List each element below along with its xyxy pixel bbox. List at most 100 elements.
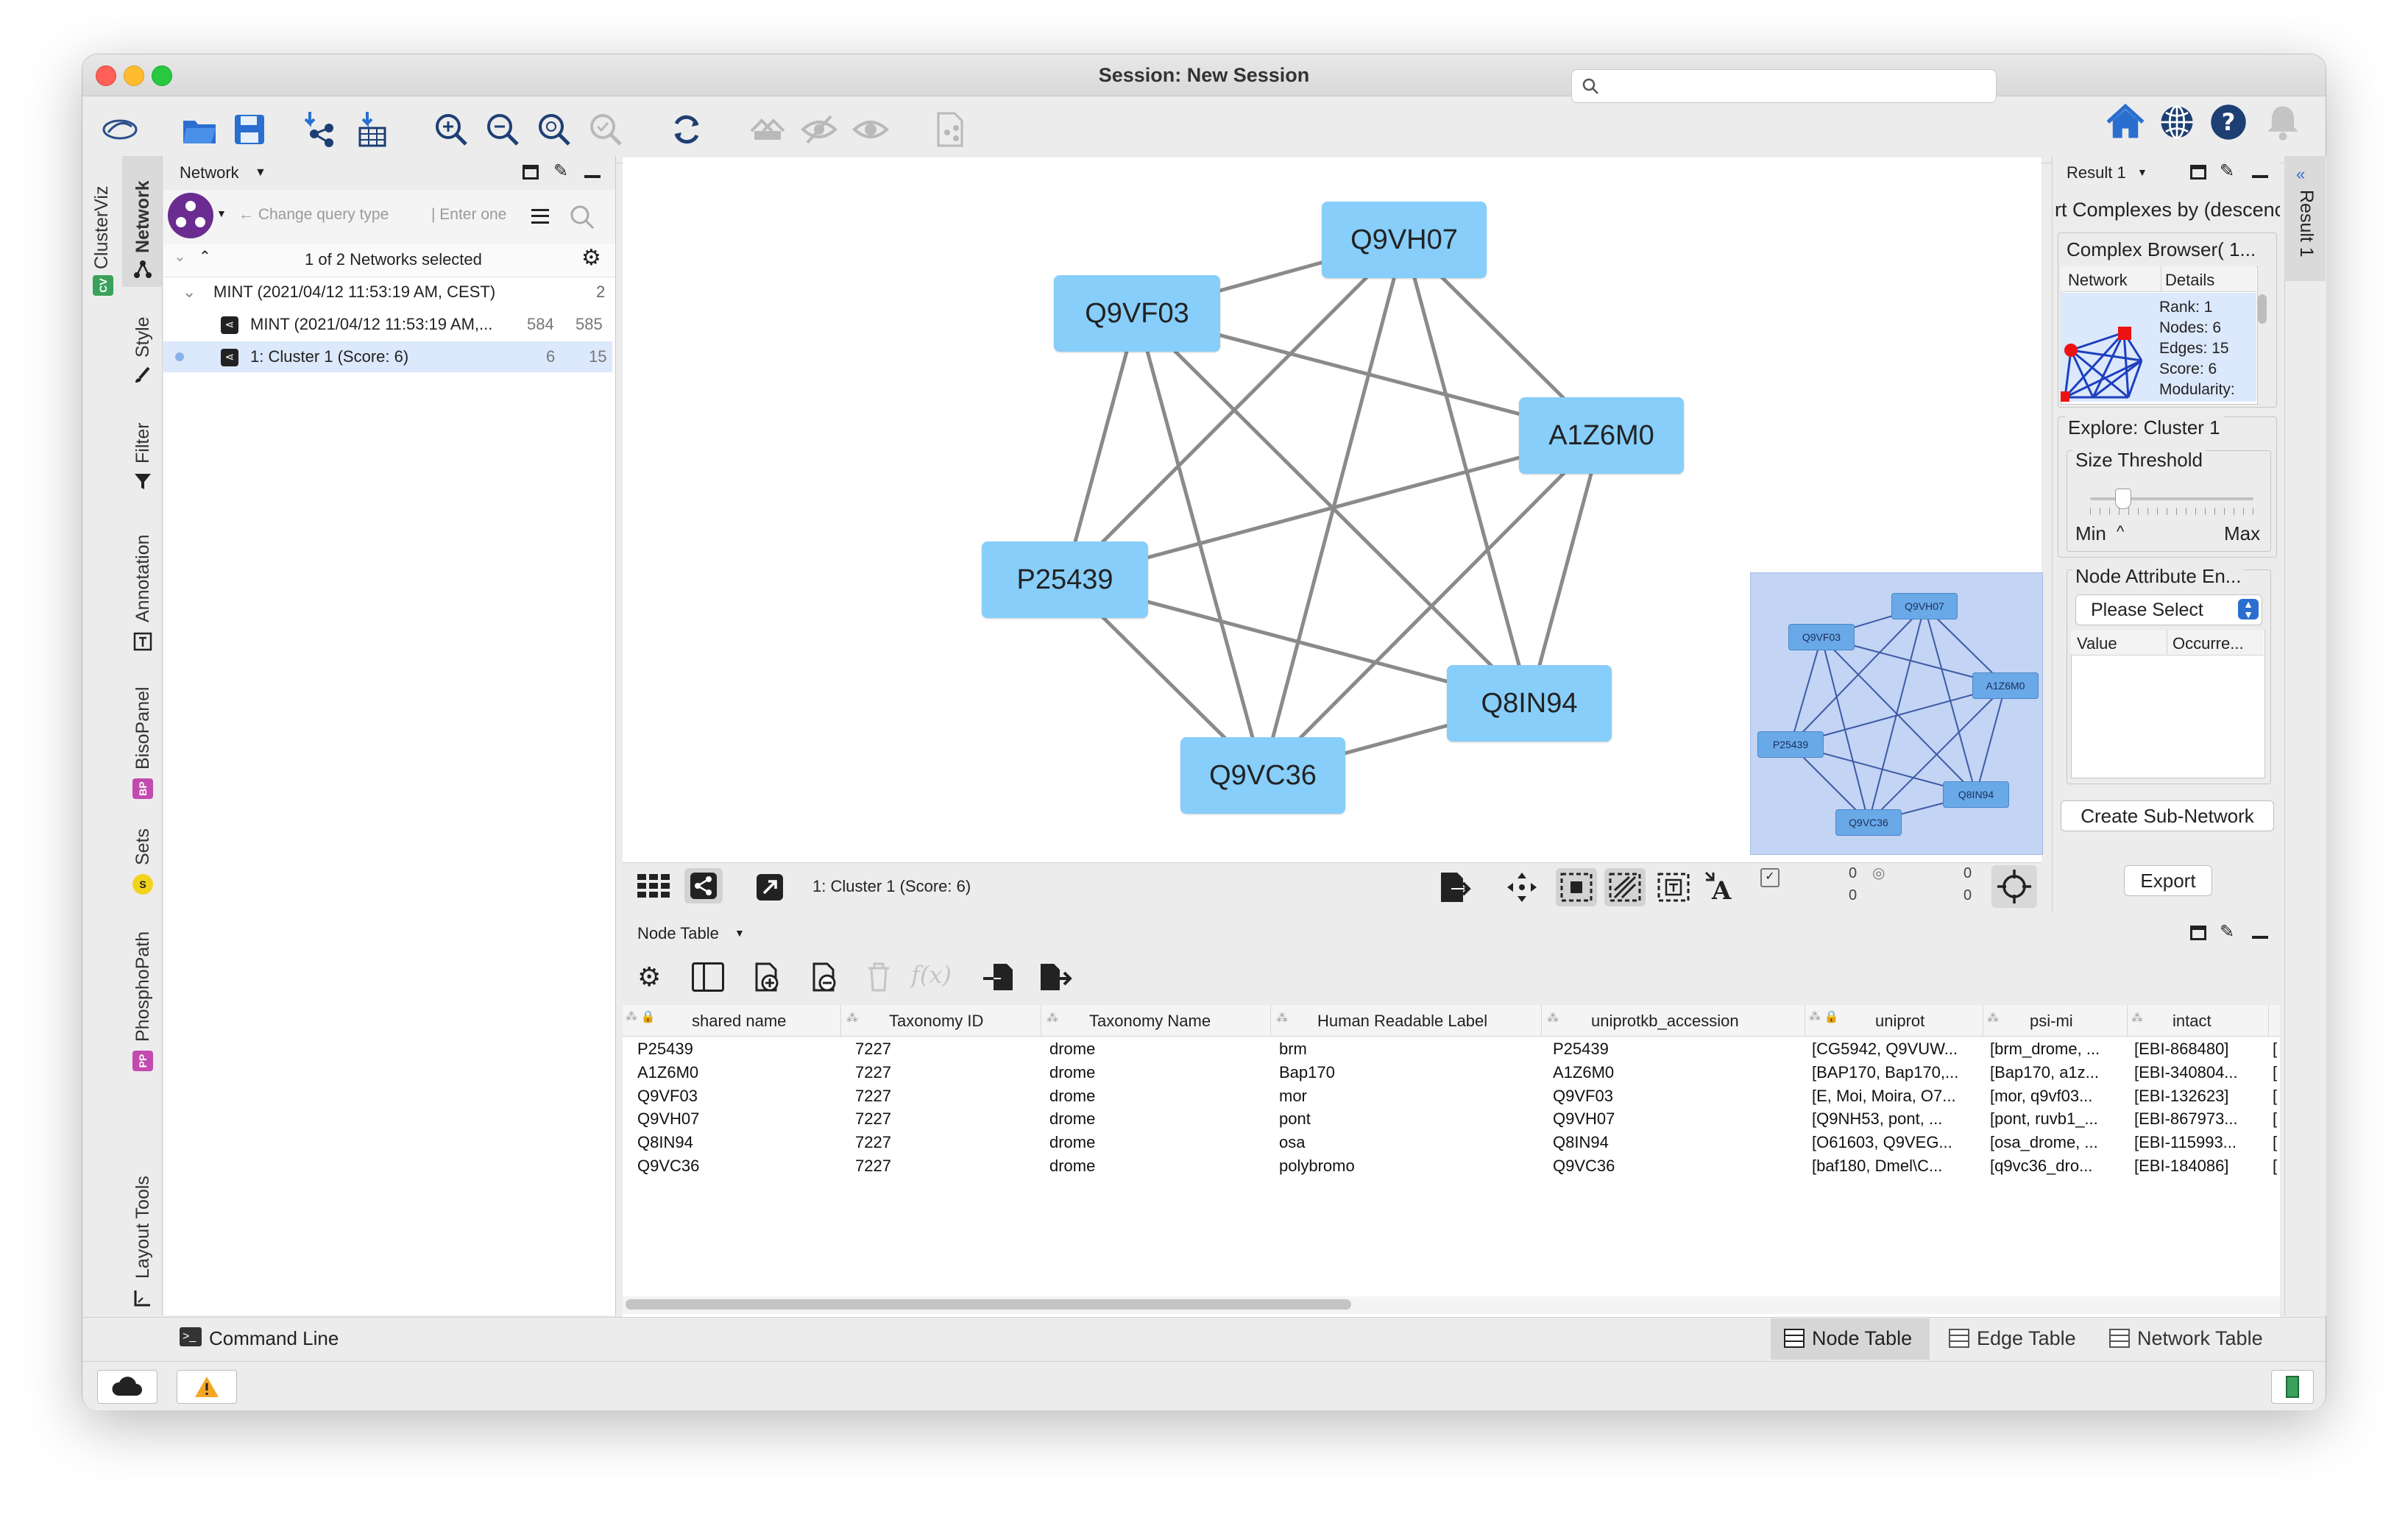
query-search-icon[interactable] xyxy=(565,200,603,234)
globe-icon[interactable] xyxy=(2156,102,2202,147)
table-cell[interactable]: 7227 xyxy=(855,1157,891,1175)
tab-layout-tools[interactable]: Layout Tools xyxy=(132,1176,153,1279)
table-cell[interactable]: Q9VF03 xyxy=(637,1086,698,1105)
tab-edge-table[interactable]: Edge Table xyxy=(1977,1327,2076,1349)
table-cell[interactable]: [EBI-115993... xyxy=(2134,1133,2237,1152)
zoom-fit-icon[interactable] xyxy=(531,107,577,152)
float-panel-icon[interactable] xyxy=(2190,926,2206,940)
settings-gear-icon[interactable]: ⚙ xyxy=(581,246,601,270)
refresh-icon[interactable] xyxy=(664,107,709,152)
graph-node-Q9VC36[interactable]: Q9VC36 xyxy=(1180,737,1345,814)
eye-hide-icon[interactable] xyxy=(796,107,842,152)
create-column-icon[interactable] xyxy=(752,961,782,993)
graph-node-A1Z6M0[interactable]: A1Z6M0 xyxy=(1519,397,1684,474)
table-cell[interactable]: [brm_drome, ... xyxy=(1990,1040,2100,1058)
table-cell[interactable]: mor xyxy=(1279,1086,1307,1105)
col-taxonomy-name[interactable]: Taxonomy Name xyxy=(1089,1012,1211,1030)
table-cell[interactable]: [BAP170, Bap170,... xyxy=(1812,1062,1959,1082)
col-value[interactable]: Value xyxy=(2077,634,2117,653)
table-cell[interactable]: [Bap170, a1z... xyxy=(1990,1062,2099,1082)
tab-annotation[interactable]: Annotation xyxy=(132,534,153,622)
tab-clusterviz[interactable]: ClusterViz xyxy=(91,185,112,269)
notification-bell-icon[interactable] xyxy=(2262,102,2308,147)
tree-root-row[interactable]: ⌄ MINT (2021/04/12 11:53:19 AM, CEST) 2 xyxy=(163,277,612,308)
table-cell[interactable]: P25439 xyxy=(637,1040,693,1058)
detach-view-icon[interactable] xyxy=(754,871,786,903)
table-cell[interactable]: brm xyxy=(1279,1040,1307,1058)
delete-column-icon[interactable] xyxy=(810,961,839,993)
export-button[interactable]: Export xyxy=(2124,865,2212,896)
table-cell[interactable]: osa xyxy=(1279,1133,1306,1152)
import-network-icon[interactable] xyxy=(296,107,341,152)
tab-network-table[interactable]: Network Table xyxy=(2137,1327,2263,1349)
expand-all-icon[interactable]: ⌃ xyxy=(199,249,211,265)
table-settings-gear-icon[interactable]: ⚙ xyxy=(637,962,662,992)
tab-style[interactable]: Style xyxy=(132,316,153,358)
table-cell[interactable]: [EBI-340804... xyxy=(2134,1062,2238,1082)
node-table-title[interactable]: Node Table xyxy=(637,924,719,942)
table-cell[interactable]: [E, Moi, Moira, O7... xyxy=(1812,1086,1956,1105)
tab-phosphopath[interactable]: PhosphoPath xyxy=(132,931,153,1042)
table-cell[interactable]: [CG5942, Q9VUW... xyxy=(1812,1040,1958,1058)
network-panel-title[interactable]: Network xyxy=(180,163,239,182)
graph-node-P25439[interactable]: P25439 xyxy=(982,541,1148,618)
network-minimap[interactable] xyxy=(1750,572,2043,855)
import-table-icon[interactable] xyxy=(347,107,393,152)
minimize-panel-icon[interactable] xyxy=(2252,936,2268,939)
tab-node-table[interactable]: Node Table xyxy=(1812,1327,1913,1349)
memory-status-button[interactable] xyxy=(2271,1370,2314,1404)
graph-node-Q9VF03[interactable]: Q9VF03 xyxy=(1054,275,1220,352)
collapse-right-icon[interactable]: « xyxy=(2296,165,2306,183)
table-cell[interactable]: drome xyxy=(1049,1157,1096,1175)
trash-icon[interactable] xyxy=(865,961,892,993)
help-icon[interactable]: ? xyxy=(2208,102,2253,147)
query-source-chevron-icon[interactable]: ▼ xyxy=(216,207,227,219)
show-selection-checkbox[interactable]: ✓ xyxy=(1760,868,1780,887)
result-panel-title[interactable]: Result 1 xyxy=(2067,163,2126,182)
minimize-panel-icon[interactable] xyxy=(584,175,601,178)
warnings-button[interactable] xyxy=(177,1370,237,1404)
pin-icon[interactable]: ✎ xyxy=(2220,161,2235,181)
grid-view-icon[interactable] xyxy=(636,871,671,901)
query-input[interactable]: | Enter one xyxy=(431,206,507,223)
tab-network[interactable]: Network xyxy=(132,180,153,253)
change-query-type[interactable]: ← Change query type xyxy=(238,206,389,223)
float-panel-icon[interactable] xyxy=(2190,165,2206,180)
table-cell[interactable]: [Q9NH53, pont, ... xyxy=(1812,1109,1943,1129)
table-cell[interactable]: Q9VH07 xyxy=(1553,1109,1615,1129)
table-cell[interactable]: [O61603, Q9VEG... xyxy=(1812,1133,1952,1152)
home-hide-icon[interactable] xyxy=(745,107,790,152)
col-uniprot[interactable]: uniprot xyxy=(1875,1012,1925,1030)
col-psi-mi[interactable]: psi-mi xyxy=(2030,1012,2073,1030)
graph-node-Q8IN94[interactable]: Q8IN94 xyxy=(1447,665,1612,742)
pin-icon[interactable]: ✎ xyxy=(2220,922,2235,942)
zoom-window-button[interactable] xyxy=(152,65,172,86)
import-table-data-icon[interactable] xyxy=(982,961,1014,993)
table-cell[interactable]: [pont, ruvb1_... xyxy=(1990,1109,2098,1129)
table-cell[interactable]: Q9VF03 xyxy=(1553,1086,1613,1105)
col-taxonomy-id[interactable]: Taxonomy ID xyxy=(889,1012,984,1030)
select-annotations-mode-button[interactable] xyxy=(1653,868,1694,906)
close-window-button[interactable] xyxy=(96,65,116,86)
graph-edge-A1Z6M0-P25439[interactable] xyxy=(1064,433,1602,582)
pan-navigator-button[interactable] xyxy=(1991,865,2037,908)
tab-sets[interactable]: Sets xyxy=(132,828,153,865)
eye-show-icon[interactable] xyxy=(848,107,893,152)
pin-icon[interactable]: ✎ xyxy=(553,161,569,181)
table-cell[interactable]: [baf180, Dmel\C... xyxy=(1812,1157,1943,1175)
table-cell[interactable]: polybromo xyxy=(1279,1157,1355,1175)
table-cell[interactable]: [osa_drome, ... xyxy=(1990,1133,2098,1152)
zoom-in-icon[interactable] xyxy=(428,107,474,152)
table-cell[interactable]: P25439 xyxy=(1553,1040,1609,1058)
table-cell[interactable]: [EBI-184086] xyxy=(2134,1157,2229,1175)
create-subnetwork-button[interactable]: Create Sub-Network xyxy=(2061,800,2274,831)
table-cell[interactable]: 7227 xyxy=(855,1040,891,1058)
col-shared-name[interactable]: shared name xyxy=(692,1012,787,1030)
table-cell[interactable]: drome xyxy=(1049,1040,1096,1058)
table-cell[interactable]: [EBI-867973... xyxy=(2134,1109,2238,1129)
graph-node-Q9VH07[interactable]: Q9VH07 xyxy=(1322,202,1487,278)
query-options-icon[interactable] xyxy=(531,209,549,224)
command-line-toggle[interactable]: Command Line xyxy=(209,1327,339,1349)
chevron-down-icon[interactable]: ▼ xyxy=(255,166,266,179)
table-cell[interactable]: Q8IN94 xyxy=(637,1133,693,1152)
